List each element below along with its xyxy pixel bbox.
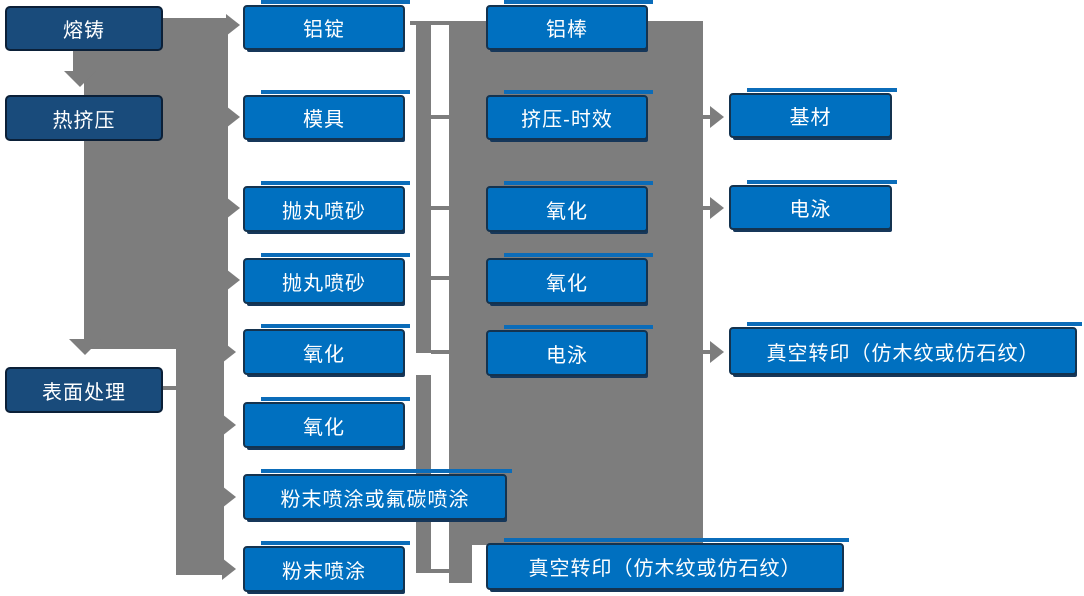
stub-to-base-material	[700, 115, 712, 119]
rung-electrophoresis-row	[431, 350, 450, 354]
node-melting-casting: 熔铸	[5, 6, 163, 51]
connector-surface-treatment-link	[162, 386, 178, 390]
arrowhead-down-to-surface-treatment	[69, 339, 101, 355]
node-oxidation-col2-1: 氧化	[243, 324, 410, 375]
arrowhead-down-to-hot-extrusion	[64, 71, 96, 87]
node-surface-treatment: 表面处理	[5, 367, 163, 413]
arrowhead-to-shot-blasting-2	[226, 269, 240, 291]
node-base-material: 基材	[729, 88, 897, 138]
node-extrusion-aging: 挤压-时效	[486, 90, 653, 140]
node-powder-coating: 粉末喷涂	[243, 541, 410, 592]
node-electrophoresis-col4: 电泳	[729, 180, 897, 230]
node-oxidation-col3-1: 氧化	[486, 181, 653, 232]
node-oxidation-col3-2: 氧化	[486, 253, 653, 304]
arrowhead-to-oxidation-col2-1	[222, 341, 236, 363]
node-vacuum-transfer-print-bottom: 真空转印（仿木纹或仿石纹）	[486, 538, 849, 590]
stub-to-electrophoresis-col4	[700, 206, 712, 210]
node-powder-or-fluorocarbon-coating: 粉末喷涂或氟碳喷涂	[243, 469, 512, 520]
arrowhead-to-mold	[226, 106, 240, 128]
arrowhead-to-electrophoresis-col4	[710, 197, 724, 219]
rung-extrusion-aging-row	[431, 115, 450, 119]
node-aluminum-rod: 铝棒	[486, 0, 653, 50]
connector-mid-rail-upper	[416, 21, 431, 353]
node-aluminum-ingot: 铝锭	[243, 0, 410, 50]
arrowhead-to-vacuum-transfer-right	[710, 341, 724, 363]
connector-stub-melting-to-extrusion	[73, 50, 87, 74]
arrowhead-to-shot-blasting-1	[226, 197, 240, 219]
node-hot-extrusion: 热挤压	[5, 95, 163, 141]
arrowhead-to-powder-coating	[222, 558, 236, 580]
arrowhead-to-base-material	[710, 106, 724, 128]
node-shot-blasting-sandblasting-1: 抛丸喷砂	[243, 181, 410, 232]
connector-left-lower-trunk	[176, 330, 224, 575]
node-electrophoresis-col3: 电泳	[486, 325, 653, 376]
stub-to-vacuum-transfer-right	[700, 350, 712, 354]
rung-oxidation-row-1	[431, 206, 450, 210]
connector-left-trunk	[84, 18, 228, 349]
rung-bottom-row	[431, 569, 450, 573]
node-vacuum-transfer-print-right: 真空转印（仿木纹或仿石纹）	[729, 322, 1082, 375]
rung-aluminum-rod-row	[410, 21, 450, 25]
rung-oxidation-row-2	[431, 276, 450, 280]
node-mold: 模具	[243, 90, 410, 140]
arrowhead-to-oxidation-col2-2	[222, 414, 236, 436]
arrowhead-to-powder-fluorocarbon	[222, 486, 236, 508]
arrowhead-to-aluminum-ingot	[226, 14, 240, 36]
node-shot-blasting-sandblasting-2: 抛丸喷砂	[243, 253, 410, 304]
node-oxidation-col2-2: 氧化	[243, 397, 410, 448]
